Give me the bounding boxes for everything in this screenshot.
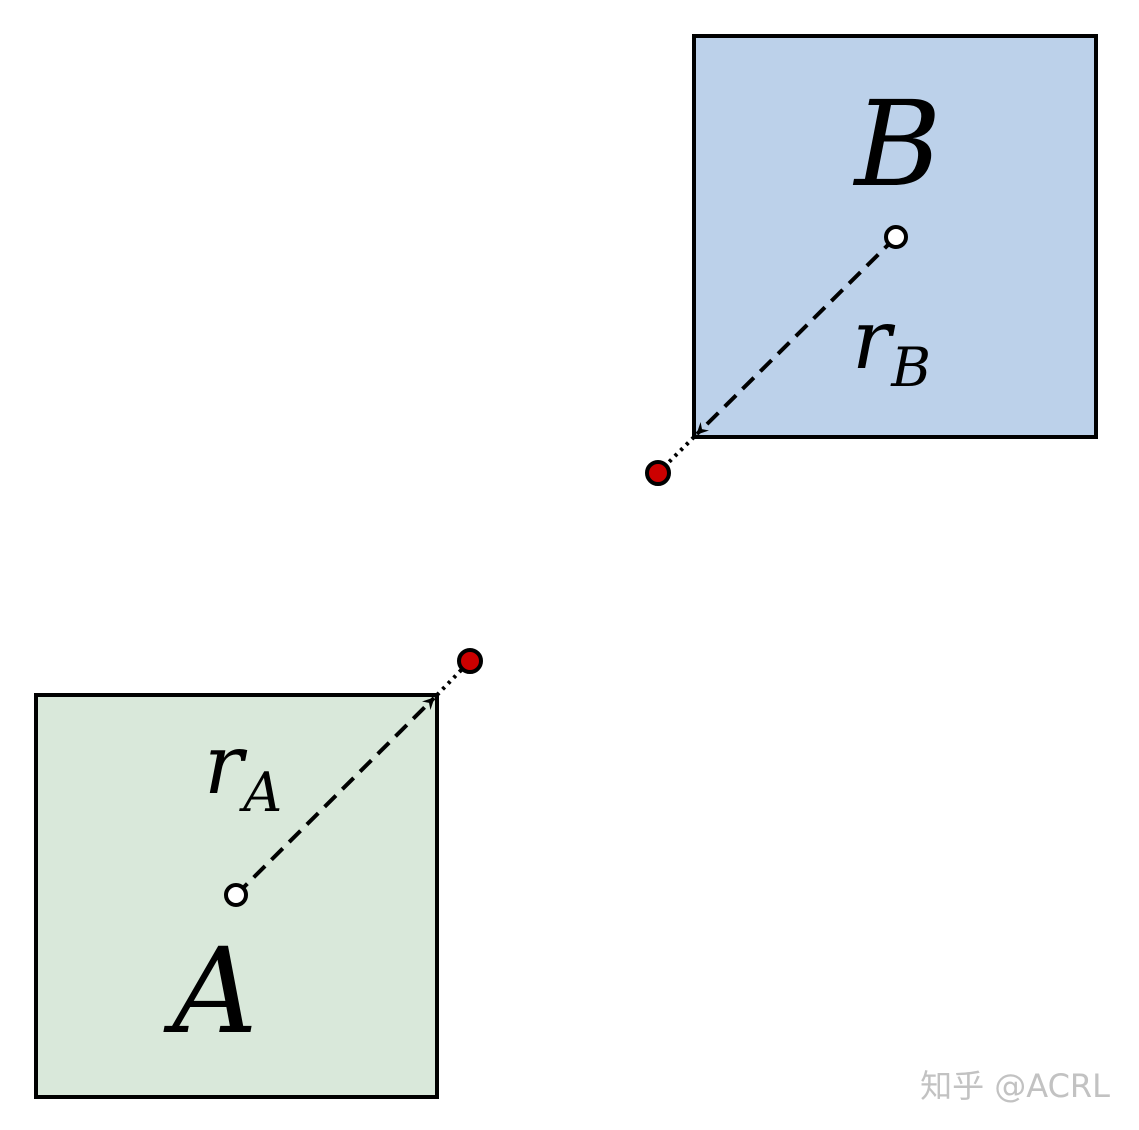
center-point-b [884, 225, 908, 249]
watermark: 知乎 @ACRL [920, 1067, 1110, 1105]
box-b-label: B [853, 75, 942, 213]
center-point-a [224, 883, 248, 907]
radius-vector-b [695, 235, 898, 436]
radius-b-label: rB [852, 293, 931, 399]
radius-a-subscript: A [238, 761, 282, 824]
radius-b-subscript: B [890, 336, 931, 399]
radius-b-symbol: r [852, 293, 896, 388]
radius-a-symbol: r [204, 718, 248, 813]
corner-point-b [645, 460, 671, 486]
radius-a-label: rA [204, 718, 282, 824]
box-a-label: A [163, 922, 257, 1060]
radius-vector-a [234, 696, 436, 897]
corner-point-a [457, 648, 483, 674]
